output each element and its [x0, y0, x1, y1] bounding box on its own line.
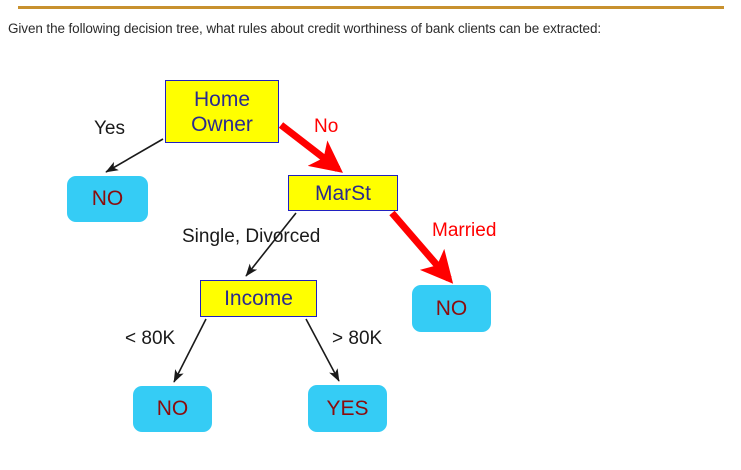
edge-home-owner-yes [105, 138, 164, 173]
tree-leaf-income-high-yes[interactable]: YES [308, 385, 387, 432]
question-text: Given the following decision tree, what … [8, 21, 602, 36]
decision-tree-figure: Home Owner MarSt Income NO NO NO YES Yes… [0, 55, 741, 470]
edge-income-lt-80k [173, 318, 207, 383]
tree-leaf-income-low-no[interactable]: NO [133, 386, 212, 432]
tree-leaf-home-owner-yes-no[interactable]: NO [67, 176, 148, 222]
edge-label-less-than-80k: < 80K [125, 328, 176, 349]
tree-node-income[interactable]: Income [200, 280, 317, 317]
edge-label-no: No [314, 116, 339, 137]
tree-node-home-owner[interactable]: Home Owner [165, 80, 279, 143]
tree-leaf-married-no[interactable]: NO [412, 285, 491, 332]
edge-income-gt-80k [305, 318, 340, 382]
edge-label-greater-than-80k: > 80K [332, 328, 383, 349]
tree-node-marst[interactable]: MarSt [288, 175, 398, 211]
edge-home-owner-no [278, 122, 343, 173]
tree-edges-svg [105, 122, 454, 383]
edge-marst-single-divorced [245, 212, 297, 277]
edge-label-yes: Yes [94, 118, 125, 139]
edge-marst-married [389, 210, 454, 284]
top-divider-rule [18, 6, 724, 9]
edge-label-married: Married [432, 220, 497, 241]
edge-label-single-divorced: Single, Divorced [182, 226, 321, 247]
